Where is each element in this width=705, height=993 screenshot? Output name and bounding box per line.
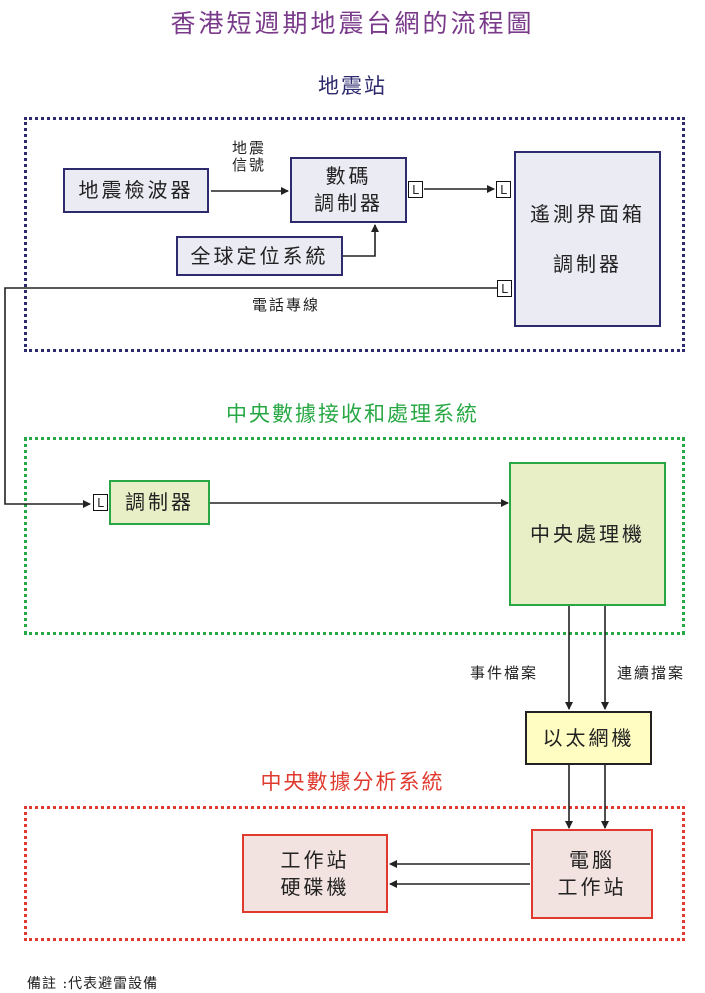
phone-line-label: 電話專線	[251, 296, 320, 314]
receive-modem-box: 調制器	[109, 480, 210, 525]
diagram-title: 香港短週期地震台網的流程圖	[170, 9, 535, 38]
lightning-protection-marker: L	[496, 181, 511, 198]
seismic-signal-label: 地震 信號	[231, 139, 266, 175]
central-analysis-frame	[24, 806, 685, 941]
telemetry-modem-box: 遙測界面箱 調制器	[514, 151, 661, 327]
event-file-label: 事件檔案	[470, 664, 539, 682]
gps-box: 全球定位系統	[176, 236, 343, 276]
section-title-station: 地震站	[318, 74, 387, 98]
workstation-box: 電腦 工作站	[531, 829, 653, 919]
phone-line-arrow	[4, 287, 497, 508]
continuous-file-label: 連續擋案	[617, 664, 686, 682]
lightning-protection-marker: L	[408, 181, 423, 198]
station-frame	[24, 117, 685, 352]
footnote: 備註 :代表避雷設備	[27, 976, 159, 992]
seismometer-box: 地震檢波器	[63, 168, 209, 213]
disk-box: 工作站 硬碟機	[242, 834, 388, 913]
central-receive-frame	[24, 437, 685, 635]
lightning-protection-marker: L	[497, 280, 512, 297]
cpu-box: 中央處理機	[509, 462, 666, 606]
lightning-protection-marker: L	[93, 494, 108, 511]
gps-arrow	[343, 224, 379, 257]
section-title-central-analysis: 中央數據分析系統	[260, 770, 445, 794]
digital-modem-box: 數碼 調制器	[290, 157, 407, 223]
ethernet-box: 以太網機	[525, 711, 652, 765]
section-title-central-receive: 中央數據接收和處理系統	[226, 402, 479, 426]
